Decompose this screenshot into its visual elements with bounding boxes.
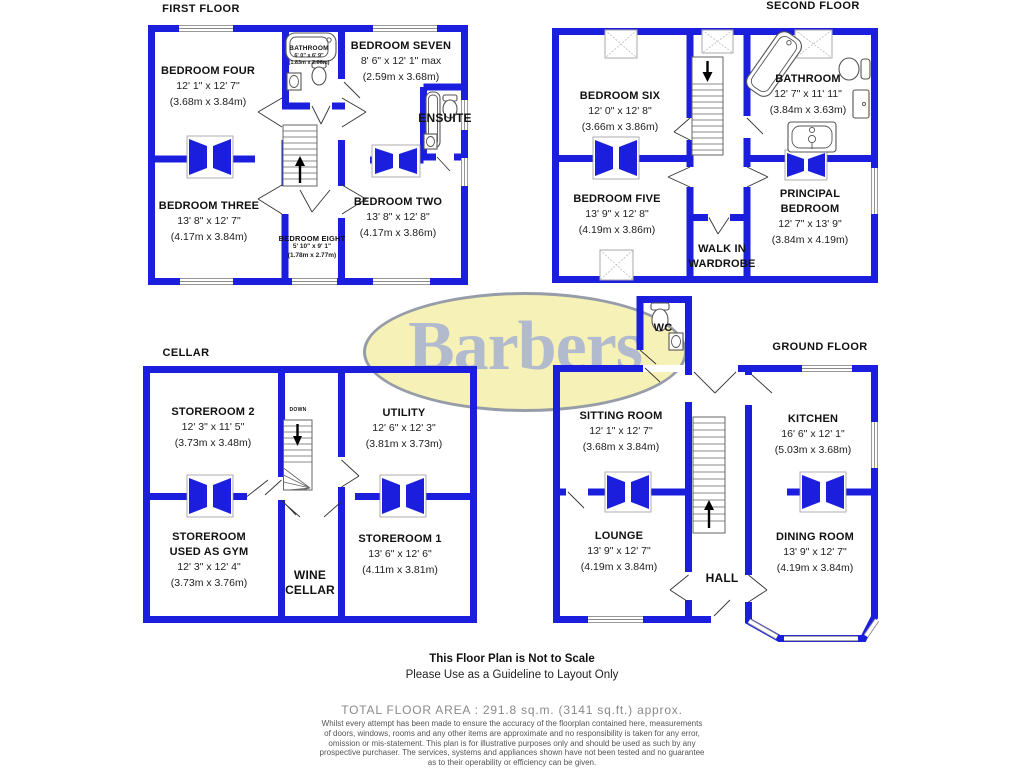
room-label-bathroom-sf: BATHROOM 12' 7" x 11' 11" (3.84m x 3.63m… xyxy=(769,73,847,116)
door-swing-line xyxy=(246,459,360,518)
title-second-floor: SECOND FLOOR xyxy=(766,0,860,12)
sink-icon xyxy=(787,121,837,153)
sink-icon xyxy=(286,72,302,91)
door-swing-line xyxy=(667,117,769,235)
fireplace-bowtie-icon xyxy=(186,135,421,179)
stairs-down-icon xyxy=(691,56,724,156)
room-label-bedroom-three: BEDROOM THREE 13' 8" x 12' 7" (4.17m x 3… xyxy=(158,200,260,243)
window-icon xyxy=(179,25,468,285)
disclaimer-line: prospective purchaser. The services, sys… xyxy=(319,748,705,758)
room-label-bedroom-five: BEDROOM FIVE 13' 9" x 12' 8" (4.19m x 3.… xyxy=(573,193,661,236)
window-icon xyxy=(871,168,878,214)
sink-icon xyxy=(668,332,684,351)
room-label-hall: HALL xyxy=(705,571,739,585)
room-label-wc: WC xyxy=(653,322,673,334)
window-icon xyxy=(588,365,878,623)
room-label-lounge: LOUNGE 13' 9" x 12' 7" (4.19m x 3.84m) xyxy=(580,530,658,573)
cellar-plan xyxy=(143,366,477,623)
cabinet-icon xyxy=(852,89,870,119)
first-floor-plan xyxy=(148,25,468,285)
stairs-down-icon xyxy=(283,419,313,491)
disclaimer-line: omission or mis-statement. This plan is … xyxy=(328,738,696,748)
stairs-down-label: DOWN xyxy=(289,407,307,413)
stairs-up-icon xyxy=(282,124,318,187)
wall-opening xyxy=(643,365,745,623)
room-label-bedroom-six: BEDROOM SIX 12' 0" x 12' 8" (3.66m x 3.8… xyxy=(579,90,661,133)
room-label-sitting-room: SITTING ROOM 12' 1" x 12' 7" (3.68m x 3.… xyxy=(579,410,663,453)
title-ground-floor: GROUND FLOOR xyxy=(772,341,868,353)
room-label-wine-cellar: WINE CELLAR xyxy=(285,568,335,597)
bath-icon xyxy=(746,31,802,97)
room-label-walk-in-wardrobe: WALK IN WARDROBE xyxy=(688,243,756,270)
fireplace-bowtie-icon xyxy=(186,474,427,518)
disclaimer-line: as to their operability or efficiency ca… xyxy=(427,758,597,768)
toilet-icon xyxy=(442,94,458,119)
disclaimer-line: of doors, windows, rooms and any other i… xyxy=(324,728,700,738)
room-label-bedroom-eight: BEDROOM EIGHT 5' 10" x 9' 1" (1.78m x 2.… xyxy=(278,234,346,259)
room-label-storeroom-2: STOREROOM 2 12' 3" x 11' 5" (3.73m x 3.4… xyxy=(171,406,255,449)
room-label-principal-bedroom: PRINCIPAL BEDROOM 12' 7" x 13' 9" (3.84m… xyxy=(771,188,849,246)
sink-icon xyxy=(423,133,438,150)
toilet-icon xyxy=(650,302,670,332)
room-label-kitchen: KITCHEN 16' 6" x 12' 1" (5.03m x 3.68m) xyxy=(774,413,852,456)
door-swing-line xyxy=(257,81,451,215)
bay-window-icon xyxy=(747,618,880,642)
disclaimer: Whilst every attempt has been made to en… xyxy=(0,719,1024,768)
wc-walls xyxy=(636,296,692,372)
title-cellar: CELLAR xyxy=(162,347,210,359)
bath-icon xyxy=(285,32,337,62)
door-swing-line xyxy=(567,349,773,617)
fireplace-bowtie-icon xyxy=(604,471,847,513)
room-label-storeroom-1: STOREROOM 1 13' 6" x 12' 6" (4.11m x 3.8… xyxy=(358,533,442,576)
room-label-dining-room: DINING ROOM 13' 9" x 12' 7" (4.19m x 3.8… xyxy=(776,531,854,574)
disclaimer-line: Whilst every attempt has been made to en… xyxy=(321,719,703,728)
ground-floor-plan xyxy=(553,296,880,642)
toilet-icon xyxy=(311,61,327,86)
scale-note: This Floor Plan is Not to Scale xyxy=(429,653,595,665)
room-label-ensuite: ENSUITE xyxy=(418,111,472,125)
room-label-storeroom-gym: STOREROOM USED AS GYM 12' 3" x 12' 4" (3… xyxy=(169,531,249,589)
guideline-note: Please Use as a Guideline to Layout Only xyxy=(405,669,619,681)
toilet-icon xyxy=(838,57,871,81)
room-label-bedroom-seven: BEDROOM SEVEN 8' 6" x 12' 1" max (2.59m … xyxy=(350,40,452,83)
title-first-floor: FIRST FLOOR xyxy=(162,3,240,15)
room-label-bedroom-four: BEDROOM FOUR 12' 1" x 12' 7" (3.68m x 3.… xyxy=(160,65,256,108)
room-label-utility: UTILITY 12' 6" x 12' 3" (3.81m x 3.73m) xyxy=(365,407,443,450)
room-label-bathroom-ff: BATHROOM 6' 0" x 6' 9" (1.83m x 2.06m) xyxy=(288,45,330,66)
second-floor-plan xyxy=(552,28,878,283)
room-label-bedroom-two: BEDROOM TWO 13' 8" x 12' 8" (4.17m x 3.8… xyxy=(353,196,443,239)
stairs-up-icon xyxy=(692,416,726,534)
total-floor-area: TOTAL FLOOR AREA : 291.8 sq.m. (3141 sq.… xyxy=(341,703,683,717)
interior-walls xyxy=(146,369,474,619)
